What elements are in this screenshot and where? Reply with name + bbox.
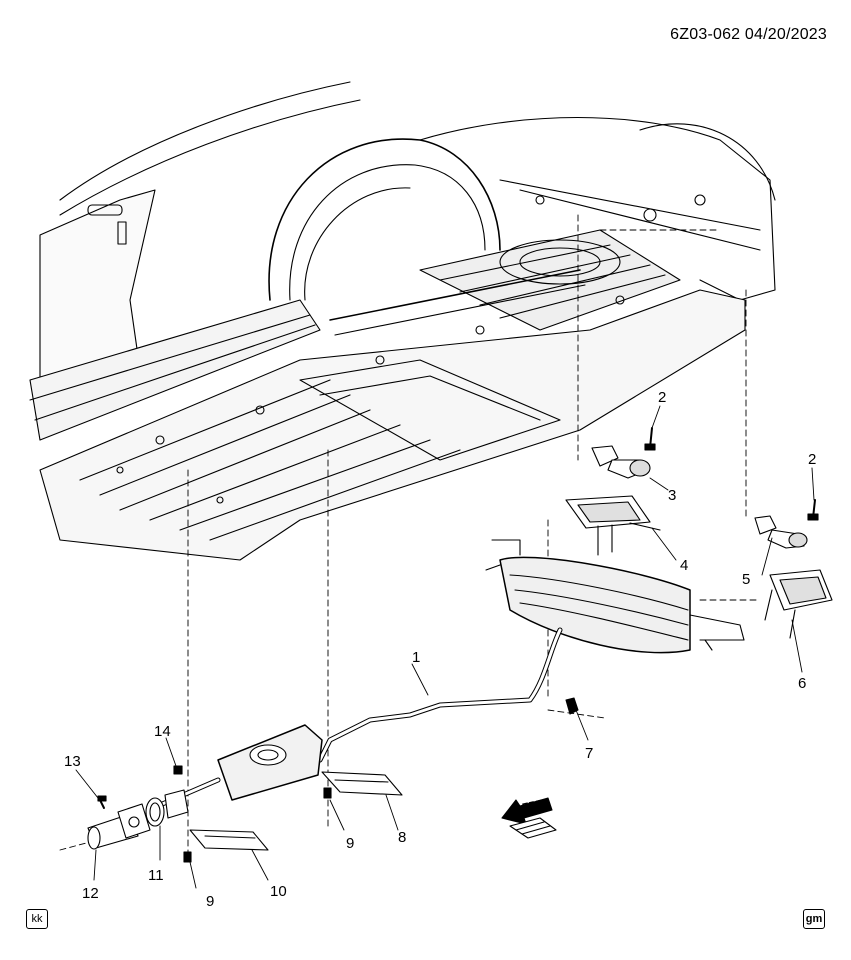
part-1-exhaust-pipe [157,627,563,808]
label-part-4: 4 [680,557,688,574]
part-5-hanger [754,515,808,549]
gm-logo-badge: gm [803,909,825,929]
label-part-9-left: 9 [206,893,214,910]
vehicle-underbody [29,81,776,561]
part-labels: 1 2 2 3 4 5 6 7 8 9 9 10 11 12 13 14 FRT [64,389,816,910]
diagram-date: 04/20/2023 [744,26,827,43]
part-10-heat-shield [189,829,269,851]
label-part-14: 14 [154,723,171,740]
part-6-exhaust-tip [764,569,833,639]
label-part-12: 12 [82,885,99,902]
label-part-2-right: 2 [808,451,816,468]
label-part-2-upper: 2 [658,389,666,406]
label-part-6: 6 [798,675,806,692]
callout-lines [75,405,815,889]
part-3-hanger [591,445,651,479]
label-part-7: 7 [585,745,593,762]
label-part-10: 10 [270,883,287,900]
part-2-bolts [644,427,819,521]
label-frt: FRT [521,798,545,814]
label-part-13: 13 [64,753,81,770]
part-7-clamp [565,697,579,715]
diagram-code: 6Z03-062 [670,26,741,43]
rear-muffler [485,539,745,654]
part-4-exhaust-tip [565,495,661,556]
front-direction-arrow [501,797,557,839]
diagram-header: 6Z03-062 04/20/2023 [670,26,827,44]
front-flange-parts [87,765,189,850]
label-part-3: 3 [668,487,676,504]
door-handle [87,204,123,216]
label-part-8: 8 [398,829,406,846]
label-part-5: 5 [742,571,750,588]
label-part-11: 11 [148,867,164,884]
label-part-9-center: 9 [346,835,354,852]
part-9-bolts [183,787,332,863]
label-part-1: 1 [412,649,420,666]
corner-badge-left: kk [26,909,48,929]
part-8-heat-shield [321,771,403,796]
